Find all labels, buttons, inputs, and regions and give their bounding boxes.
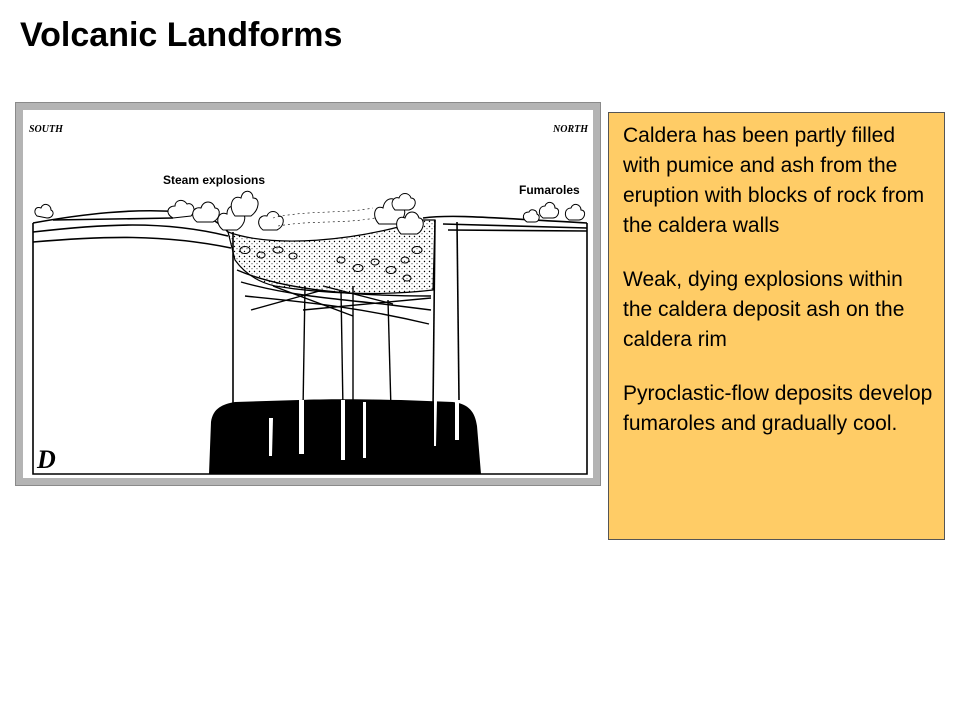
panel-letter: D	[36, 445, 56, 474]
rock-blocks	[239, 246, 423, 282]
info-box: Caldera has been partly filled with pumi…	[608, 112, 945, 540]
slide-title: Volcanic Landforms	[20, 16, 343, 54]
info-paragraph-1: Caldera has been partly filled with pumi…	[623, 124, 925, 237]
label-north: NORTH	[552, 124, 589, 135]
ash-wisps	[272, 207, 376, 227]
label-south: SOUTH	[29, 124, 64, 135]
caldera-cross-section: SOUTH NORTH Steam explosions Fumaroles D	[29, 124, 589, 475]
steam-plumes	[34, 190, 586, 235]
magma-intrusions	[269, 400, 459, 460]
label-steam-explosions: Steam explosions	[163, 173, 265, 187]
info-paragraph-3: Pyroclastic-flow deposits develop fumaro…	[623, 382, 933, 435]
info-paragraph-2: Weak, dying explosions within the calder…	[623, 268, 905, 351]
label-fumaroles: Fumaroles	[519, 183, 580, 197]
caldera-fill	[227, 219, 436, 295]
caldera-floor-layers	[236, 269, 432, 411]
caldera-diagram: SOUTH NORTH Steam explosions Fumaroles D	[23, 110, 593, 478]
caldera-diagram-frame: SOUTH NORTH Steam explosions Fumaroles D	[15, 102, 601, 486]
